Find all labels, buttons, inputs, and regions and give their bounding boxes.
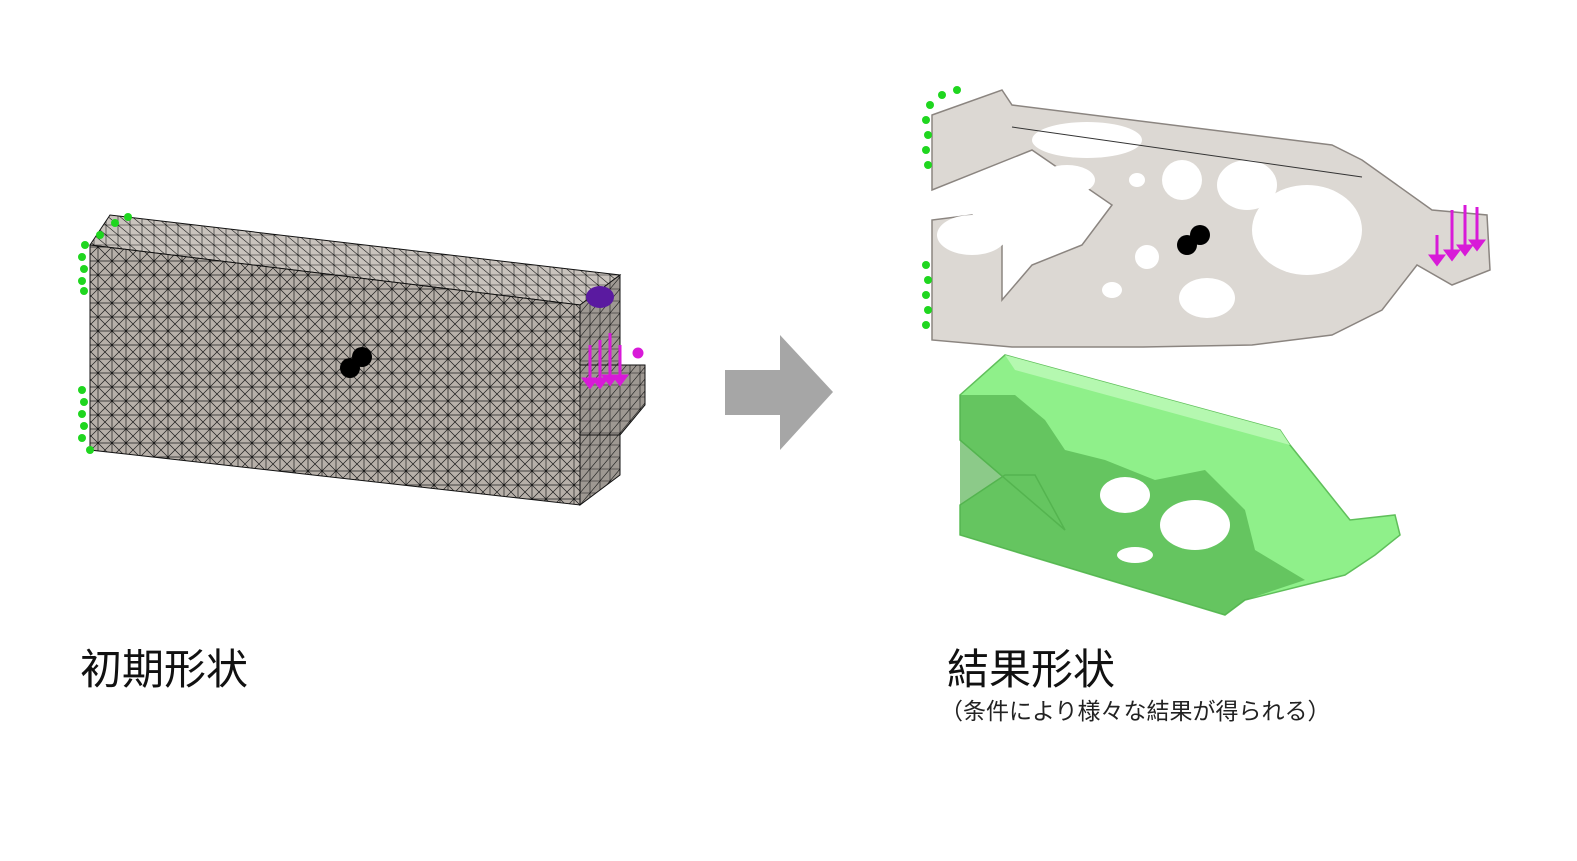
optimized-body — [931, 89, 1491, 348]
printed-part-body — [959, 354, 1401, 616]
process-arrow-icon — [725, 335, 833, 450]
fixed-support-bottom-icon — [922, 261, 932, 329]
fixed-support-top-icon — [922, 86, 961, 169]
printed-part-model — [959, 354, 1401, 616]
result-shape-caption: 結果形状 — [947, 645, 1116, 694]
result-note-caption: （条件により様々な結果が得られる） — [940, 699, 1331, 725]
bearing-marker-icon — [586, 286, 614, 308]
mesh-block — [89, 214, 646, 506]
fixed-support-bottom-icon — [78, 386, 94, 454]
fixed-support-top-icon — [78, 213, 132, 295]
center-marker-icon — [340, 347, 372, 378]
initial-shape-caption: 初期形状 — [80, 645, 249, 694]
load-arrows-icon — [1428, 205, 1486, 267]
optimized-shape-model — [922, 86, 1491, 348]
center-marker-icon — [1177, 225, 1210, 255]
initial-mesh-model — [78, 213, 646, 506]
load-arrows-icon — [581, 333, 644, 390]
